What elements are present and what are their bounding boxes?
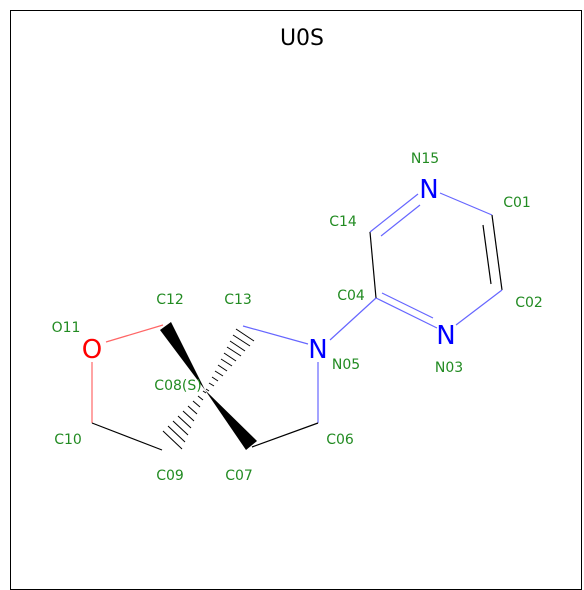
atom-n05-symbol: N bbox=[308, 335, 327, 365]
label-n03: N03 bbox=[435, 360, 463, 376]
atom-o11-symbol: O bbox=[82, 335, 102, 365]
hash-c08-c09 bbox=[162, 390, 207, 450]
label-c01: C01 bbox=[503, 195, 531, 211]
atom-labels: N15 C01 C14 C04 C02 N03 N05 C13 C12 O11 … bbox=[52, 151, 543, 484]
bond-c02-n03 bbox=[455, 289, 503, 326]
atom-n03-symbol: N bbox=[436, 321, 455, 351]
bond-c01-c02 bbox=[491, 214, 503, 291]
bond-c14-n15 bbox=[369, 193, 419, 233]
element-symbols: N N N O bbox=[82, 175, 456, 365]
bond-n15-c01 bbox=[439, 192, 493, 216]
bond-n05-c13 bbox=[242, 325, 309, 345]
label-c08: C08(S) bbox=[154, 378, 201, 394]
bond-c01-c02-inner bbox=[482, 224, 492, 285]
wedge-c08-c12 bbox=[160, 322, 205, 390]
label-c09: C09 bbox=[156, 468, 184, 484]
label-n05: N05 bbox=[332, 357, 360, 373]
molecule-title: U0S bbox=[279, 26, 325, 51]
wedge-c08-c07 bbox=[205, 390, 257, 450]
wedge-bonds bbox=[160, 322, 257, 450]
bond-c06-c07 bbox=[251, 422, 319, 448]
hash-c08-c13 bbox=[205, 328, 255, 392]
diagram-frame bbox=[10, 10, 582, 590]
label-c14: C14 bbox=[329, 214, 357, 230]
label-c10: C10 bbox=[54, 432, 82, 448]
bond-c04-c14 bbox=[369, 231, 377, 299]
label-c12: C12 bbox=[156, 292, 184, 308]
bond-c04-n05 bbox=[329, 297, 377, 341]
bond-c14-n15-inner bbox=[380, 204, 421, 237]
atom-n15-symbol: N bbox=[419, 175, 438, 205]
bond-c10-c09 bbox=[91, 422, 163, 451]
label-n15: N15 bbox=[411, 151, 439, 167]
bond-o11-c12 bbox=[105, 324, 164, 343]
label-c13: C13 bbox=[224, 292, 252, 308]
bond-n03-c04 bbox=[375, 297, 438, 329]
label-o11: O11 bbox=[52, 320, 81, 336]
label-c07: C07 bbox=[225, 468, 253, 484]
label-c02: C02 bbox=[515, 295, 543, 311]
bonds bbox=[91, 192, 503, 451]
bond-n03-c04-inner bbox=[381, 292, 434, 319]
label-c04: C04 bbox=[337, 288, 365, 304]
label-c06: C06 bbox=[326, 432, 354, 448]
